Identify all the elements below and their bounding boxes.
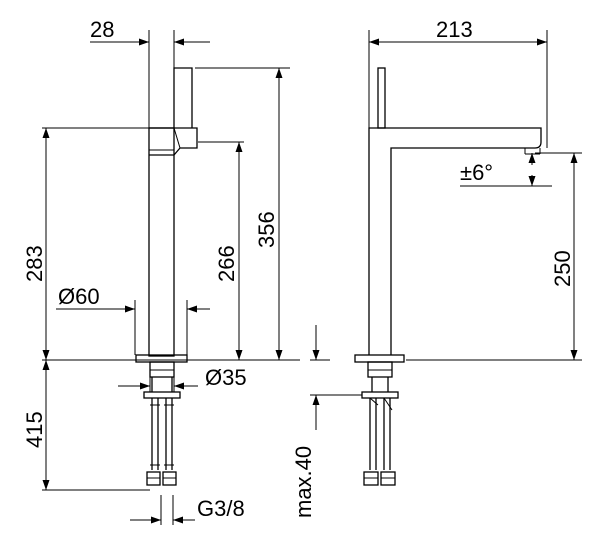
spout-top-front xyxy=(173,67,193,128)
dim-body-height: 283 xyxy=(22,128,50,360)
dim-label-213: 213 xyxy=(436,17,473,42)
dim-hose-length: 415 xyxy=(22,360,50,490)
dim-label-250: 250 xyxy=(550,250,575,287)
side-view xyxy=(354,67,542,486)
dim-label-28: 28 xyxy=(90,17,114,42)
faucet-body-side xyxy=(368,127,542,355)
dim-label-266: 266 xyxy=(214,245,239,282)
faucet-body-front xyxy=(148,127,175,357)
dim-label-415: 415 xyxy=(22,411,47,448)
fixing-nut-side xyxy=(361,391,399,399)
dim-reach: 213 xyxy=(369,17,547,46)
dim-label-max40: max.40 xyxy=(291,446,316,518)
dim-deck-thickness: max.40 xyxy=(291,325,320,518)
hose-right-front xyxy=(165,398,173,470)
lever-side xyxy=(377,67,386,129)
dim-label-356: 356 xyxy=(254,211,279,248)
dim-label-283: 283 xyxy=(22,245,47,282)
dim-spout-width: 28 xyxy=(90,17,210,46)
dim-thread: G3/8 xyxy=(130,496,245,524)
hose-left-side xyxy=(369,398,377,470)
fixing-nut-front xyxy=(143,391,181,399)
hose-left-front xyxy=(151,398,159,470)
dim-swivel: ±6° xyxy=(460,153,552,187)
dim-label-d60: Ø60 xyxy=(58,284,100,309)
hose-right-side xyxy=(383,398,391,470)
base-plate-side xyxy=(354,354,405,363)
spout-block-front xyxy=(149,127,198,156)
dim-body-diameter: Ø35 xyxy=(118,365,247,392)
side-extension-lines xyxy=(310,30,582,396)
dim-label-g38: G3/8 xyxy=(197,496,245,521)
dim-label-d35: Ø35 xyxy=(205,365,247,390)
front-extension-lines xyxy=(42,30,300,525)
dim-base-diameter: Ø60 xyxy=(56,284,210,313)
front-view xyxy=(135,67,198,486)
dim-total-height: 356 xyxy=(254,68,283,360)
dim-label-swivel: ±6° xyxy=(460,160,493,185)
dim-outlet-height: 250 xyxy=(550,153,578,360)
dim-spout-height: 266 xyxy=(214,142,243,360)
